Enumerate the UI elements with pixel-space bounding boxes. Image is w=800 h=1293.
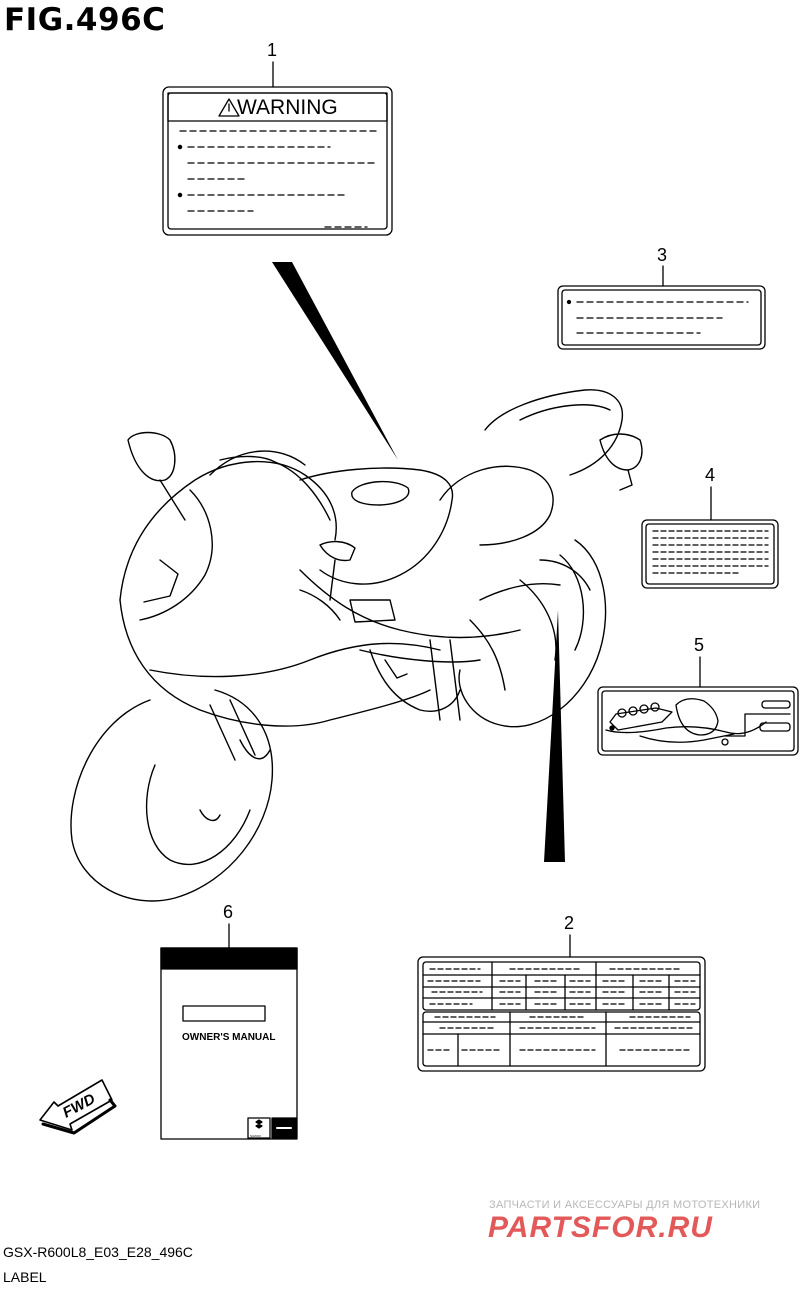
watermark-tagline: ЗАПЧАСТИ И АКСЕССУАРЫ ДЛЯ МОТОТЕХНИКИ bbox=[489, 1199, 761, 1211]
warning-heading: WARNING bbox=[237, 96, 338, 119]
callout-5: 5 bbox=[694, 635, 705, 655]
motorcycle-illustration bbox=[70, 389, 643, 902]
section-label: LABEL bbox=[3, 1269, 47, 1285]
manual-title: OWNER'S MANUAL bbox=[182, 1032, 275, 1043]
label-4 bbox=[641, 519, 779, 589]
model-code: GSX-R600L8_E03_E28_496C bbox=[3, 1244, 193, 1260]
callout-6: 6 bbox=[223, 902, 234, 922]
label-3 bbox=[557, 285, 766, 350]
label-2-table bbox=[417, 956, 706, 1072]
fwd-arrow bbox=[39, 1079, 117, 1135]
callout-1: 1 bbox=[267, 40, 278, 60]
figure-title: FIG.496C bbox=[4, 2, 166, 38]
pointer-wedge-1 bbox=[272, 262, 398, 460]
pointer-wedge-2 bbox=[544, 610, 565, 862]
callout-3: 3 bbox=[657, 245, 668, 265]
owners-manual bbox=[160, 947, 298, 1140]
warning-label bbox=[162, 86, 393, 236]
callout-2: 2 bbox=[564, 913, 575, 933]
manual-brand: SUZUKI bbox=[250, 1134, 261, 1138]
watermark-logo: PARTSFOR.RU bbox=[488, 1211, 713, 1244]
callout-4: 4 bbox=[705, 465, 716, 485]
label-5 bbox=[597, 686, 799, 756]
